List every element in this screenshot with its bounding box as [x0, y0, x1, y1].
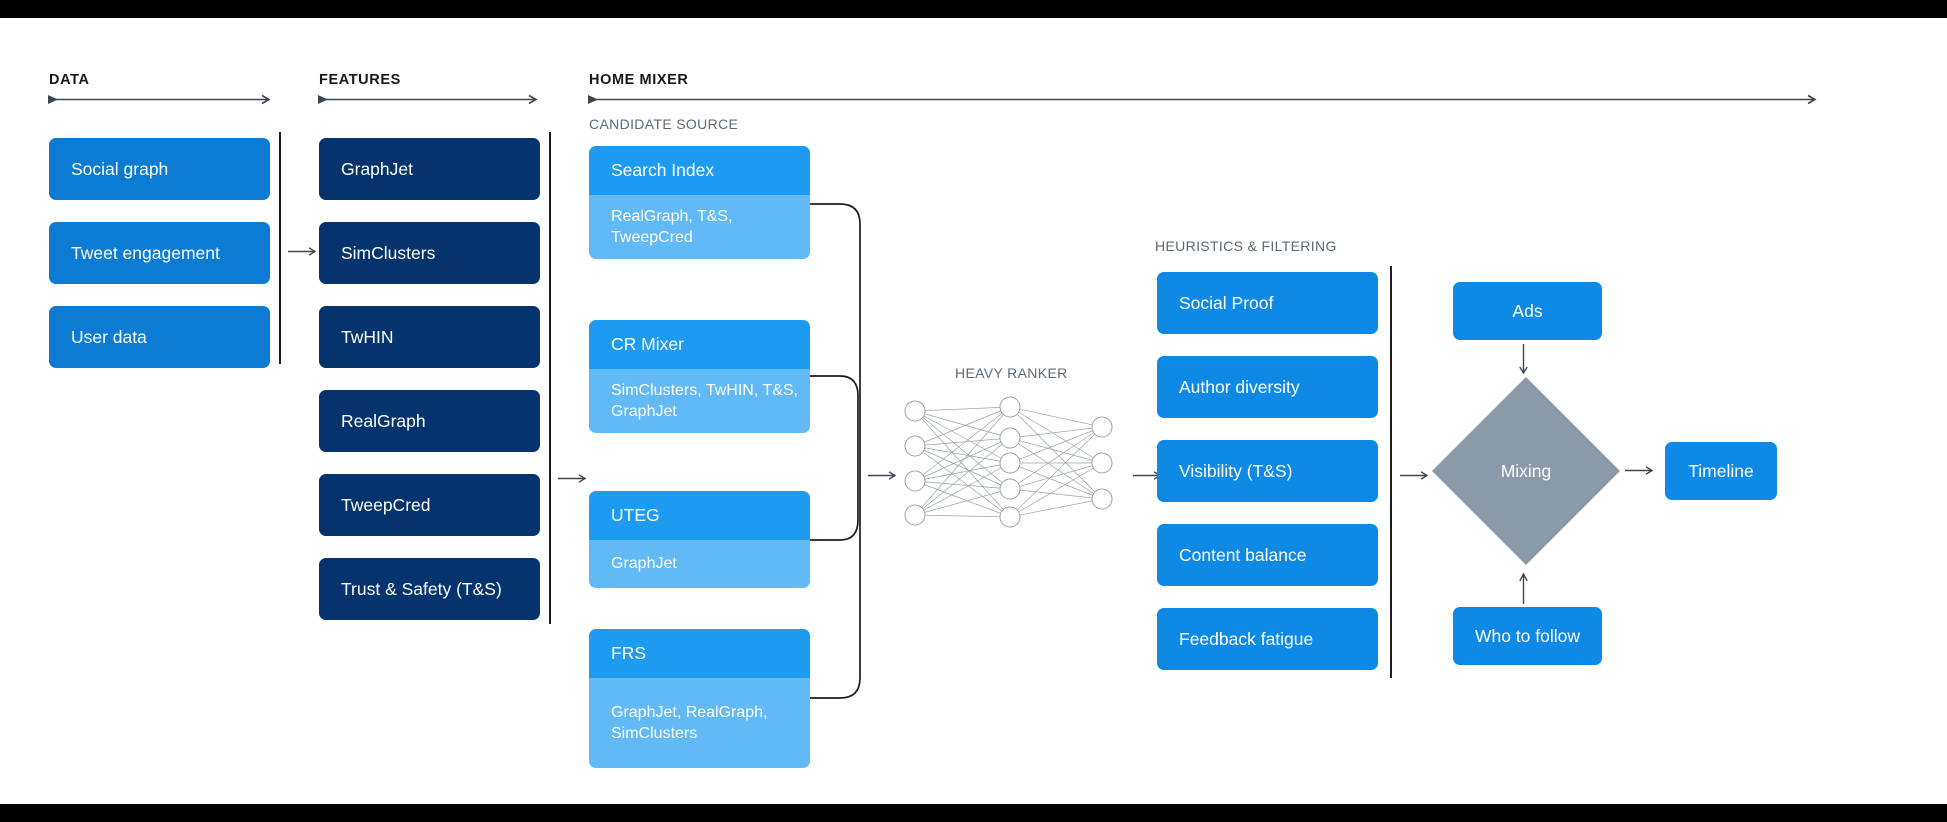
candidate-source-features: SimClusters, TwHIN, T&S, GraphJet [589, 369, 810, 433]
candidate-source-features: GraphJet [589, 540, 810, 588]
data-box-label: User data [71, 326, 147, 347]
candidate-source-title: FRS [589, 629, 810, 678]
heuristic-box-visibility[interactable]: Visibility (T&S) [1157, 440, 1378, 502]
arrow-heuristics-to-mixing [1400, 470, 1432, 481]
candidate-source-title: UTEG [589, 491, 810, 540]
feature-box-twhin[interactable]: TwHIN [319, 306, 540, 368]
section-header-heuristics: HEURISTICS & FILTERING [1155, 238, 1337, 254]
output-box-label: Who to follow [1474, 625, 1581, 646]
feature-box-label: GraphJet [341, 158, 413, 179]
arrow-who-to-follow-to-mixing [1518, 570, 1529, 604]
mixing-label: Mixing [1500, 460, 1552, 481]
features-axis-arrow [318, 94, 543, 105]
feature-box-tweepcred[interactable]: TweepCred [319, 474, 540, 536]
data-box-label: Social graph [71, 158, 169, 179]
divider-data-features [279, 132, 281, 364]
home-mixer-axis-arrow [588, 94, 1822, 105]
diagram-canvas: DATA FEATURES HOME MIXER CANDIDA [0, 18, 1947, 804]
section-header-heavy-ranker: HEAVY RANKER [955, 365, 1068, 381]
candidate-source-title: Search Index [589, 146, 810, 195]
data-axis-arrow [48, 94, 276, 105]
heuristic-box-label: Feedback fatigue [1179, 628, 1314, 649]
feature-box-graphjet[interactable]: GraphJet [319, 138, 540, 200]
heuristic-box-label: Social Proof [1179, 292, 1274, 313]
candidate-source-card-cr-mixer[interactable]: CR Mixer SimClusters, TwHIN, T&S, GraphJ… [589, 320, 810, 433]
section-header-candidate-source: CANDIDATE SOURCE [589, 116, 739, 132]
arrow-candidate-source-to-ranker [868, 470, 900, 481]
candidate-source-card-frs[interactable]: FRS GraphJet, RealGraph, SimClusters [589, 629, 810, 768]
divider-features-mixer [549, 132, 551, 624]
feature-box-label: TweepCred [341, 494, 431, 515]
heuristic-box-feedback-fatigue[interactable]: Feedback fatigue [1157, 608, 1378, 670]
data-box-social-graph[interactable]: Social graph [49, 138, 270, 200]
arrow-data-to-features [288, 246, 320, 257]
feature-box-label: Trust & Safety (T&S) [341, 578, 502, 599]
heuristic-box-label: Author diversity [1179, 376, 1300, 397]
data-box-label: Tweet engagement [71, 242, 220, 263]
output-box-who-to-follow[interactable]: Who to follow [1453, 607, 1602, 665]
heuristic-box-content-balance[interactable]: Content balance [1157, 524, 1378, 586]
divider-heuristics-output [1390, 266, 1392, 678]
arrow-features-to-candidate-source [558, 473, 590, 484]
column-header-data: DATA [49, 72, 90, 88]
candidate-source-features: RealGraph, T&S, TweepCred [589, 195, 810, 259]
data-box-tweet-engagement[interactable]: Tweet engagement [49, 222, 270, 284]
feature-box-label: SimClusters [341, 242, 436, 263]
feature-box-label: RealGraph [341, 410, 426, 431]
candidate-source-card-search-index[interactable]: Search Index RealGraph, T&S, TweepCred [589, 146, 810, 259]
feature-box-realgraph[interactable]: RealGraph [319, 390, 540, 452]
feature-box-simclusters[interactable]: SimClusters [319, 222, 540, 284]
heuristic-box-label: Content balance [1179, 544, 1307, 565]
candidate-source-title: CR Mixer [589, 320, 810, 369]
output-box-label: Timeline [1688, 460, 1754, 481]
mixing-diamond[interactable]: Mixing [1430, 375, 1622, 567]
column-header-home-mixer: HOME MIXER [589, 72, 689, 88]
arrow-mixing-to-timeline [1625, 465, 1657, 476]
output-box-timeline[interactable]: Timeline [1665, 442, 1777, 500]
feature-box-label: TwHIN [341, 326, 394, 347]
heuristic-box-label: Visibility (T&S) [1179, 460, 1293, 481]
data-box-user-data[interactable]: User data [49, 306, 270, 368]
heuristic-box-author-diversity[interactable]: Author diversity [1157, 356, 1378, 418]
output-box-label: Ads [1512, 300, 1543, 321]
feature-box-trust-safety[interactable]: Trust & Safety (T&S) [319, 558, 540, 620]
column-header-features: FEATURES [319, 72, 401, 88]
arrow-ads-to-mixing [1518, 344, 1529, 378]
candidate-source-card-uteg[interactable]: UTEG GraphJet [589, 491, 810, 588]
heuristic-box-social-proof[interactable]: Social Proof [1157, 272, 1378, 334]
heavy-ranker-neural-network [895, 393, 1125, 533]
candidate-source-features: GraphJet, RealGraph, SimClusters [589, 678, 810, 768]
output-box-ads[interactable]: Ads [1453, 282, 1602, 340]
